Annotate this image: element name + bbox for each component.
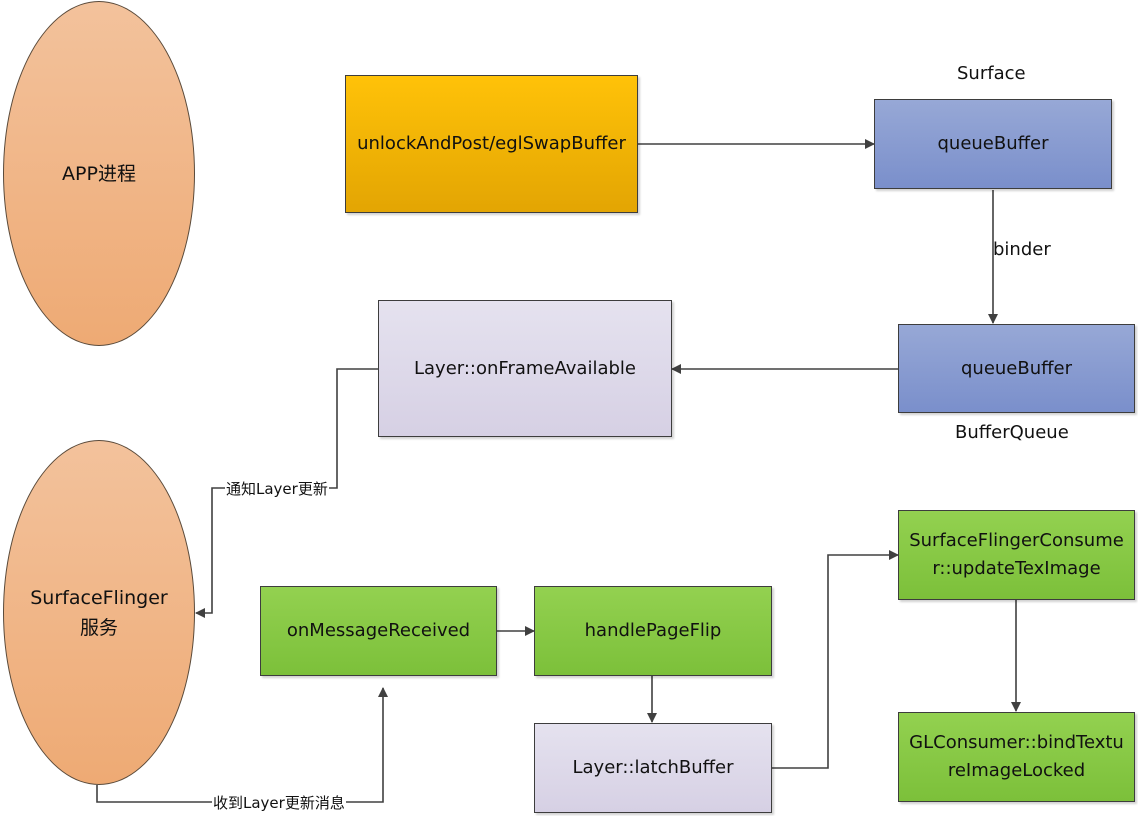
- notify-layer-update-label: 通知Layer更新: [225, 478, 329, 499]
- layer-on-frame-available-node: Layer::onFrameAvailable: [378, 300, 672, 437]
- received-layer-update-msg-label: 收到Layer更新消息: [212, 792, 346, 813]
- layer-latch-buffer-label: Layer::latchBuffer: [572, 757, 734, 778]
- bufferqueue-label: BufferQueue: [955, 422, 1069, 443]
- surface-queue-buffer-node: queueBuffer: [874, 99, 1112, 189]
- surface-label: Surface: [957, 63, 1026, 84]
- layer-latch-buffer-node: Layer::latchBuffer: [534, 723, 772, 813]
- bufferqueue-queue-buffer-node: queueBuffer: [898, 324, 1135, 413]
- app-process-label: APP进程: [62, 162, 136, 185]
- binder-label: binder: [993, 239, 1051, 260]
- unlock-and-post-node: unlockAndPost/eglSwapBuffer: [345, 75, 638, 213]
- on-message-received-label: onMessageReceived: [286, 620, 471, 641]
- on-message-received-node: onMessageReceived: [260, 586, 497, 676]
- handle-page-flip-node: handlePageFlip: [534, 586, 772, 676]
- bufferqueue-queue-buffer-label: queueBuffer: [960, 357, 1073, 379]
- unlock-and-post-label: unlockAndPost/eglSwapBuffer: [357, 133, 626, 154]
- app-process-node: APP进程: [3, 1, 195, 346]
- arrow-latchbuffer-to-sfconsumer: [771, 550, 899, 769]
- gl-consumer-bind-texture-node: GLConsumer::bindTextureImageLocked: [898, 712, 1135, 802]
- sf-consumer-update-tex-image-label: SurfaceFlingerConsumer::updateTexImage: [909, 530, 1124, 579]
- layer-on-frame-available-label: Layer::onFrameAvailable: [414, 357, 636, 379]
- handle-page-flip-label: handlePageFlip: [584, 620, 722, 641]
- surfaceflinger-label-line2: 服务: [79, 616, 118, 639]
- sf-consumer-update-tex-image-node: SurfaceFlingerConsumer::updateTexImage: [898, 510, 1135, 600]
- surfaceflinger-node: SurfaceFlinger 服务: [3, 440, 195, 785]
- gl-consumer-bind-texture-label: GLConsumer::bindTextureImageLocked: [909, 732, 1124, 781]
- surface-queue-buffer-label: queueBuffer: [937, 133, 1049, 154]
- surfaceflinger-label-line1: SurfaceFlinger: [30, 586, 168, 609]
